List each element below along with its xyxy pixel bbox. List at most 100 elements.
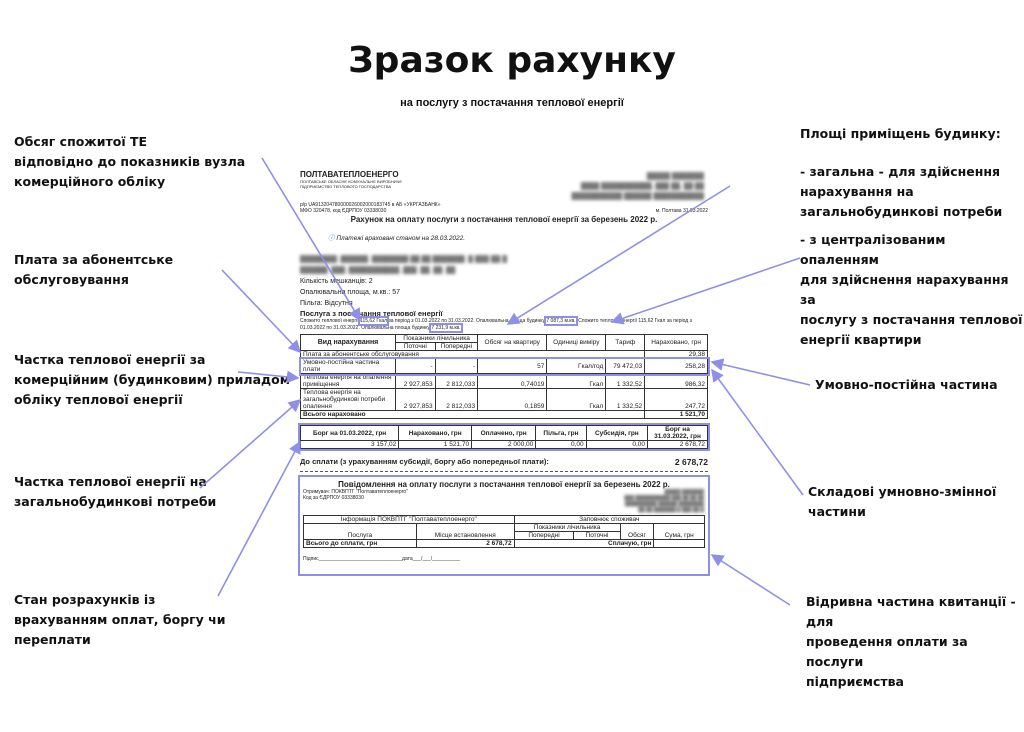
payments-note: ⓘ Платежі враховані станом на 28.03.2022…: [328, 232, 708, 242]
note-variable-parts: Складові умновно-змінної частини: [808, 482, 996, 522]
td: Теплова енергія на опалення приміщення: [300, 373, 396, 389]
td: 0,00: [535, 440, 587, 449]
td: 2 927,853: [395, 388, 436, 411]
td: 0,1859: [477, 388, 548, 411]
th: Поточні: [395, 342, 436, 351]
note-subscription: Плата за абонентське обслуговування: [14, 250, 173, 290]
note-line: Стан розрахунків із: [14, 592, 156, 607]
consumption-text: Спожито теплової енергії 115,62 Гкал за …: [300, 316, 708, 333]
td: Гкал: [546, 373, 607, 389]
note-line: загальнобудинкові потреби: [14, 494, 217, 509]
payment-slip: Повідомлення на оплату послуги з постача…: [298, 475, 710, 576]
td: Гкал/год: [546, 358, 607, 374]
td: Сплачую, грн: [513, 539, 655, 548]
td: 1 332,52: [605, 388, 646, 411]
note-line: переплати: [14, 632, 91, 647]
arrow: [217, 440, 301, 597]
note-line: Частка теплової енергії за: [14, 352, 206, 367]
page-title: Зразок рахунку: [348, 40, 676, 81]
td: 247,72: [644, 388, 708, 411]
t: . Спожито теплової енергії 115,62: [575, 318, 654, 324]
slip-recipient: Отримувач: ПОКВПТГ "Полтаватеплоенерго": [303, 489, 408, 495]
th: Інформація ПОКВПТГ "Полтаватеплоенерго": [303, 515, 515, 524]
note-line: послугу з постачання теплової: [800, 312, 1023, 327]
note-areas-central: - з централізованим опаленням для здійсн…: [800, 230, 1024, 350]
th: Обсяг: [619, 523, 655, 540]
slip-heading: Повідомлення на оплату послуги з постача…: [338, 480, 670, 489]
note-tear-off: Відривна частина квитанції - для проведе…: [806, 592, 1024, 692]
td: 2 000,00: [471, 440, 537, 449]
bill-document: ПОЛТАВАТЕПЛОЕНЕРГО ПОЛТАВСЬКЕ ОБЛАСНЕ КО…: [298, 170, 710, 576]
th: Нараховано, грн: [644, 334, 708, 351]
to-pay-label: До сплати (з урахуванням субсидії, боргу…: [300, 457, 549, 466]
to-pay-value: 2 678,72: [674, 457, 708, 467]
th: Борг на 31.03.2022, грн: [647, 425, 708, 441]
td: 1 332,52: [605, 373, 646, 389]
service-title: Послуга з постачання теплової енергії: [300, 309, 443, 318]
customer-address-blurred: █████ ███████████ ███████████, ███ ██, █…: [571, 173, 704, 200]
page-subtitle: на послугу з постачання теплової енергії: [400, 97, 624, 109]
payments-note-text: Платежі враховані станом на 28.03.2022.: [336, 235, 466, 242]
t: Спожито теплової енергії: [300, 318, 359, 324]
td: 2 678,72: [647, 440, 708, 449]
note-commercial-meter: Частка теплової енергії за комерційним (…: [14, 350, 290, 410]
th: Поточні: [573, 531, 621, 540]
th: Борг на 01.03.2022, грн: [299, 425, 400, 441]
bank-account: р/р UA913204780000026002000183745 в АБ «…: [300, 202, 441, 208]
note-line: для здійснення нарахування за: [800, 272, 1009, 307]
residents: Кількість мешканців: 2: [300, 278, 373, 285]
th: Попередні: [513, 531, 575, 540]
td: 258,28: [644, 358, 708, 374]
th: Оплачено, грн: [471, 425, 537, 441]
slip-code: Код за ЄДРПОУ 03338030: [303, 495, 364, 501]
td: 3 157,02: [299, 440, 400, 449]
area-total: 7 087,3 м.кв.: [544, 316, 578, 326]
note-line: загальнобудинкові потреби: [800, 204, 1003, 219]
city-date: м. Полтава 31.03.2022: [655, 208, 708, 214]
th: Одиниці виміру: [546, 334, 607, 351]
th: Попередні: [434, 342, 479, 351]
note-balance: Стан розрахунків із врахуванням оплат, б…: [14, 590, 226, 650]
th: Показники лічильника: [513, 523, 621, 532]
note-consumption: Обсяг спожитої ТЕ відповідно до показник…: [14, 132, 245, 192]
arrow: [710, 358, 811, 386]
th: Субсидія, грн: [585, 425, 649, 441]
slip-signature: Підпис______________________________дата…: [303, 556, 460, 562]
arrow: [710, 554, 791, 606]
th: Заповнює споживач: [513, 515, 706, 524]
th: Послуга: [303, 523, 417, 540]
slip-address-blurred: █████ ██████████ ███████████ ███ ██ ██ █…: [624, 489, 704, 512]
note-line: Обсяг спожитої ТЕ: [14, 134, 148, 149]
th: Тариф: [605, 334, 646, 351]
td: -: [395, 358, 436, 374]
note-line: проведення оплати за послуги: [806, 634, 968, 669]
td: Гкал: [546, 388, 607, 411]
arrow: [711, 368, 804, 496]
td: Всього нараховано: [299, 410, 646, 419]
note-line: Плата за абонентське: [14, 252, 174, 267]
th: Місце встановлення: [415, 523, 515, 540]
bill-heading: Рахунок на оплату послуги з постачання т…: [350, 215, 658, 224]
note-common-needs: Частка теплової енергії на загальнобудин…: [14, 472, 216, 512]
td: 1 521,70: [398, 440, 473, 449]
note-line: енергії квартири: [800, 332, 922, 347]
t: за період з 01.03.2022 по 31.03.2022. Оп…: [388, 318, 545, 324]
area-central: 7 231,9 м.кв.: [429, 323, 463, 333]
td: 2 927,853: [395, 373, 436, 389]
note-line: підприємства: [806, 674, 904, 689]
th: Сума, грн: [653, 523, 705, 540]
td: 57: [477, 358, 548, 374]
td: 0,00: [585, 440, 649, 449]
table-row: Теплова енергія на загальнобудинкові пот…: [300, 388, 708, 411]
note-line: комерційного обліку: [14, 174, 166, 189]
note-line: врахуванням оплат, боргу чи: [14, 612, 226, 627]
th: Пільга, грн: [535, 425, 587, 441]
td: 29,38: [644, 350, 708, 359]
td: 1 521,70: [644, 410, 708, 419]
td[interactable]: [653, 539, 705, 548]
td: Плата за абонентське обслуговування: [299, 350, 646, 359]
